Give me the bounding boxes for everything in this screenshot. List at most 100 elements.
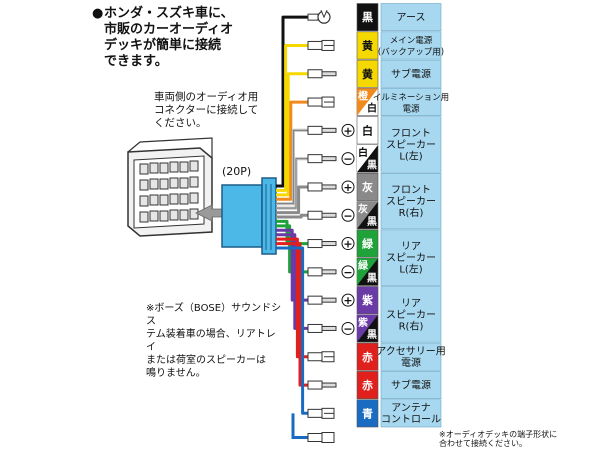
color-chip-illumination: 橙白 xyxy=(356,88,379,117)
chip-stripe-name: 白 xyxy=(367,102,377,115)
chip-stripe-name: 黒 xyxy=(367,159,377,171)
vehicle-connector-note: 車両側のオーディオ用 コネクターに接続して ください。 xyxy=(154,91,274,130)
function-label-cell xyxy=(380,88,442,117)
function-label-cell xyxy=(380,173,442,230)
color-chip-front-right-minus: 灰黒 xyxy=(356,201,379,230)
terminal-female xyxy=(307,407,335,419)
chip-color-name: 青 xyxy=(362,406,373,420)
chip-color-name: 緑 xyxy=(362,237,374,251)
terminal-male xyxy=(307,295,337,305)
chip-color-name: 黄 xyxy=(362,67,373,81)
function-label-cell xyxy=(380,342,442,371)
vehicle-note-line: ください。 xyxy=(154,117,207,129)
color-chip-rear-right-plus: 紫 xyxy=(356,286,379,315)
function-label-text: コントロール xyxy=(381,415,441,426)
function-label-cell xyxy=(380,59,442,88)
polarity-label: + xyxy=(343,124,352,137)
wire-outline-front-left-minus xyxy=(276,158,308,209)
function-label-text: サブ電源 xyxy=(391,67,431,80)
color-chip-antenna-control: 青 xyxy=(356,399,379,428)
polarity-label: − xyxy=(343,266,352,279)
function-label-cell xyxy=(380,116,442,173)
polarity-circle xyxy=(341,321,355,335)
color-chip-sub-power-yellow: 黄 xyxy=(356,59,379,88)
function-label-text: フロント xyxy=(391,185,431,196)
terminal-male xyxy=(307,239,337,249)
chip-stripe-name: 黒 xyxy=(367,329,377,341)
chip-color-name: 白 xyxy=(362,123,373,137)
function-label-text: スピーカー xyxy=(386,309,436,321)
polarity-circle xyxy=(341,208,355,222)
function-label-cell xyxy=(380,229,442,286)
bose-note: ※ボーズ（BOSE）サウンドシス テム装着車の場合、リアトレイ または荷室のスピ… xyxy=(146,302,284,380)
color-chip-rear-right-minus: 紫黒 xyxy=(356,314,379,343)
color-chip-sub-power-red: 赤 xyxy=(356,371,379,399)
chip-color-name: 緑 xyxy=(358,259,369,272)
terminal-female xyxy=(307,96,335,108)
polarity-label: − xyxy=(343,153,352,166)
polarity-circle xyxy=(341,237,355,251)
function-label-text: 電源 xyxy=(402,104,420,114)
harness-connector xyxy=(221,177,277,255)
function-label-text: スピーカー xyxy=(386,139,436,151)
polarity-label: + xyxy=(343,294,352,307)
vehicle-note-line: コネクターに接続して xyxy=(154,104,259,116)
chip-color-name: 灰 xyxy=(358,203,368,216)
function-label-text: L(左) xyxy=(399,150,422,163)
terminal-ring xyxy=(307,9,331,24)
bose-note-line: 鳴りません。 xyxy=(146,368,206,379)
color-chip-main-power: 黄 xyxy=(356,31,379,60)
chip-color-name: 橙 xyxy=(358,89,369,102)
connector-pin-count: (20P) xyxy=(222,165,252,178)
polarity-circle xyxy=(341,180,355,194)
terminal-male xyxy=(307,210,337,220)
function-label-text: フロント xyxy=(391,129,431,140)
chip-stripe-name: 黒 xyxy=(367,216,377,228)
function-label-text: スピーカー xyxy=(386,252,436,264)
terminal-male xyxy=(307,182,337,192)
chip-stripe-name: 黒 xyxy=(367,273,377,285)
terminal-female xyxy=(307,351,335,363)
wire-sub-power-yellow xyxy=(276,72,308,197)
wire-front-left-plus xyxy=(276,128,308,206)
terminal-male xyxy=(307,267,337,277)
chip-color-name: 赤 xyxy=(362,350,373,364)
wire-antenna-extension xyxy=(291,413,308,439)
color-chip-front-left-plus: 白 xyxy=(356,116,379,145)
wire-front-right-plus xyxy=(276,185,308,215)
intro-text: ● ホンダ・スズキ車に、 市販のカーオーディオ デッキが簡単に接続 できます。 xyxy=(92,6,274,70)
wire-outline-front-left-plus xyxy=(276,130,308,204)
chip-color-name: 灰 xyxy=(362,180,373,194)
bose-note-line: または荷室のスピーカーは xyxy=(146,355,266,366)
polarity-circle xyxy=(341,293,355,307)
polarity-circle xyxy=(341,123,355,137)
color-chip-front-left-minus: 白黒 xyxy=(356,144,379,173)
intro-bullet: ● xyxy=(92,6,104,21)
function-label-cell xyxy=(380,371,442,399)
color-chip-front-right-plus: 灰 xyxy=(356,173,379,201)
function-label-text: イルミネーション用 xyxy=(373,93,449,103)
polarity-label: − xyxy=(343,209,352,222)
chip-color-name: 黄 xyxy=(362,38,373,52)
terminal-shape-note: ※オーディオデッキの端子形状に 合わせて接続ください。 xyxy=(439,430,557,448)
polarity-circle xyxy=(341,152,355,166)
function-label-text: R(右) xyxy=(399,206,424,219)
function-label-text: リア xyxy=(401,298,421,309)
polarity-label: + xyxy=(343,238,352,251)
function-label-text: アンテナ xyxy=(391,402,431,414)
chip-color-name: 赤 xyxy=(362,378,373,392)
intro-line: ホンダ・スズキ車に、 xyxy=(104,6,234,21)
function-label-text: リア xyxy=(401,242,421,253)
function-label-text: スピーカー xyxy=(386,196,436,208)
bose-note-line: ※ボーズ（BOSE）サウンドシス xyxy=(146,303,282,327)
terminal-note-line: ※オーディオデッキの端子形状に xyxy=(439,430,558,439)
function-label-text: サブ電源 xyxy=(391,379,431,392)
terminal-male xyxy=(307,380,337,390)
function-label-text: アクセサリー用 xyxy=(376,346,446,358)
wire-illumination xyxy=(276,100,308,201)
color-chip-ground: 黒 xyxy=(356,3,379,32)
polarity-label: + xyxy=(343,181,352,194)
color-chip-accessory: 赤 xyxy=(356,342,379,371)
wire-main-power xyxy=(276,44,308,192)
